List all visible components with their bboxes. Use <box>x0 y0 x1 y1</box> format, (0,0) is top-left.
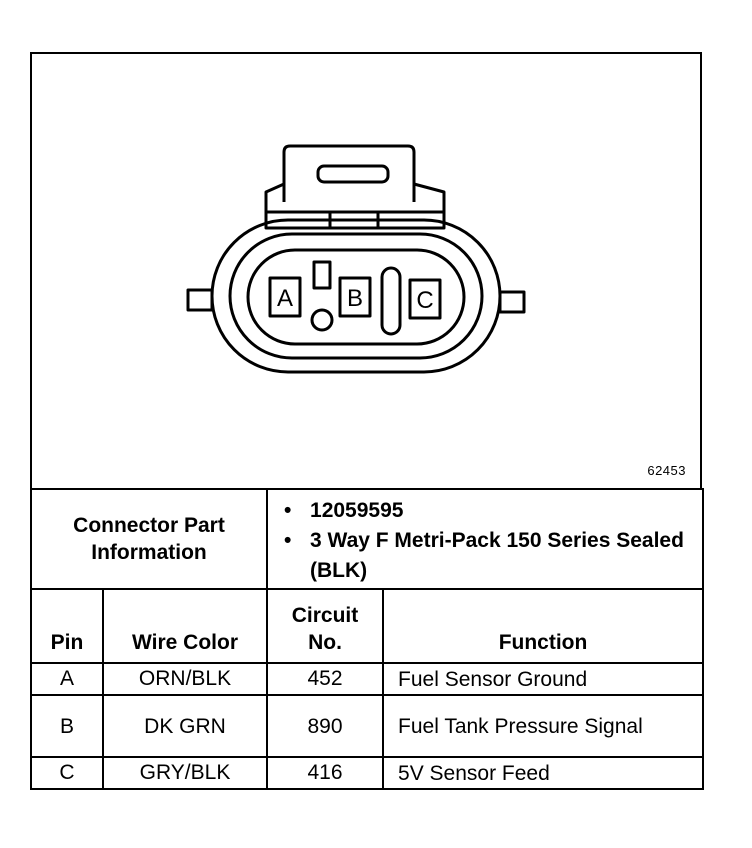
table-row: C GRY/BLK 416 5V Sensor Feed <box>30 756 705 790</box>
wire-color-cell: ORN/BLK <box>101 662 269 696</box>
header-row: Pin Wire Color Circuit No. Function <box>30 588 705 664</box>
wire-color-cell: DK GRN <box>101 694 269 758</box>
left-ear <box>186 288 214 312</box>
left-shoulder <box>264 182 285 216</box>
function-cell: Fuel Tank Pressure Signal <box>382 694 705 758</box>
connector-face-drawing: A B C <box>186 144 526 374</box>
circuit-cell: 890 <box>266 694 385 758</box>
terminal-position-assurance <box>310 308 334 332</box>
figure-number: 62453 <box>647 463 686 478</box>
connector-info-table: Connector Part Information •12059595 •3 … <box>29 488 705 790</box>
part-info-label: Connector Part Information <box>29 488 269 590</box>
circuit-cell: 452 <box>266 662 385 696</box>
latch-bar <box>264 210 446 230</box>
part-info-values: •12059595 •3 Way F Metri-Pack 150 Series… <box>266 488 705 590</box>
header-circuit: Circuit No. <box>266 588 385 664</box>
table-row: B DK GRN 890 Fuel Tank Pressure Signal <box>30 694 705 758</box>
connector-cavity <box>246 248 466 346</box>
function-cell: Fuel Sensor Ground <box>382 662 705 696</box>
pin-cell: B <box>30 694 104 758</box>
locking-tab <box>282 144 416 202</box>
right-shoulder <box>413 182 446 216</box>
pin-cavity-c <box>408 278 442 320</box>
pin-cavity-a <box>268 276 302 318</box>
pin-cell: A <box>30 662 104 696</box>
center-rib <box>380 266 402 336</box>
part-description: •3 Way F Metri-Pack 150 Series Sealed (B… <box>284 529 684 582</box>
pin-cavity-b <box>338 276 372 318</box>
table-row: A ORN/BLK 452 Fuel Sensor Ground <box>30 662 705 696</box>
part-number: •12059595 <box>284 499 404 522</box>
header-function: Function <box>382 588 705 664</box>
polarity-key <box>312 260 332 290</box>
part-info-row: Connector Part Information •12059595 •3 … <box>29 488 705 590</box>
pin-label-b: B <box>347 285 363 312</box>
connector-housing-inner <box>228 232 484 360</box>
header-wire-color: Wire Color <box>101 588 269 664</box>
connector-figure: A B C 62453 <box>30 52 702 488</box>
right-ear <box>498 290 526 314</box>
pin-label-c: C <box>416 287 433 314</box>
wire-color-cell: GRY/BLK <box>101 756 269 790</box>
header-pin: Pin <box>30 588 104 664</box>
function-cell: 5V Sensor Feed <box>382 756 705 790</box>
pin-label-a: A <box>277 285 293 312</box>
pin-cell: C <box>30 756 104 790</box>
lock-slot <box>316 164 390 184</box>
circuit-cell: 416 <box>266 756 385 790</box>
